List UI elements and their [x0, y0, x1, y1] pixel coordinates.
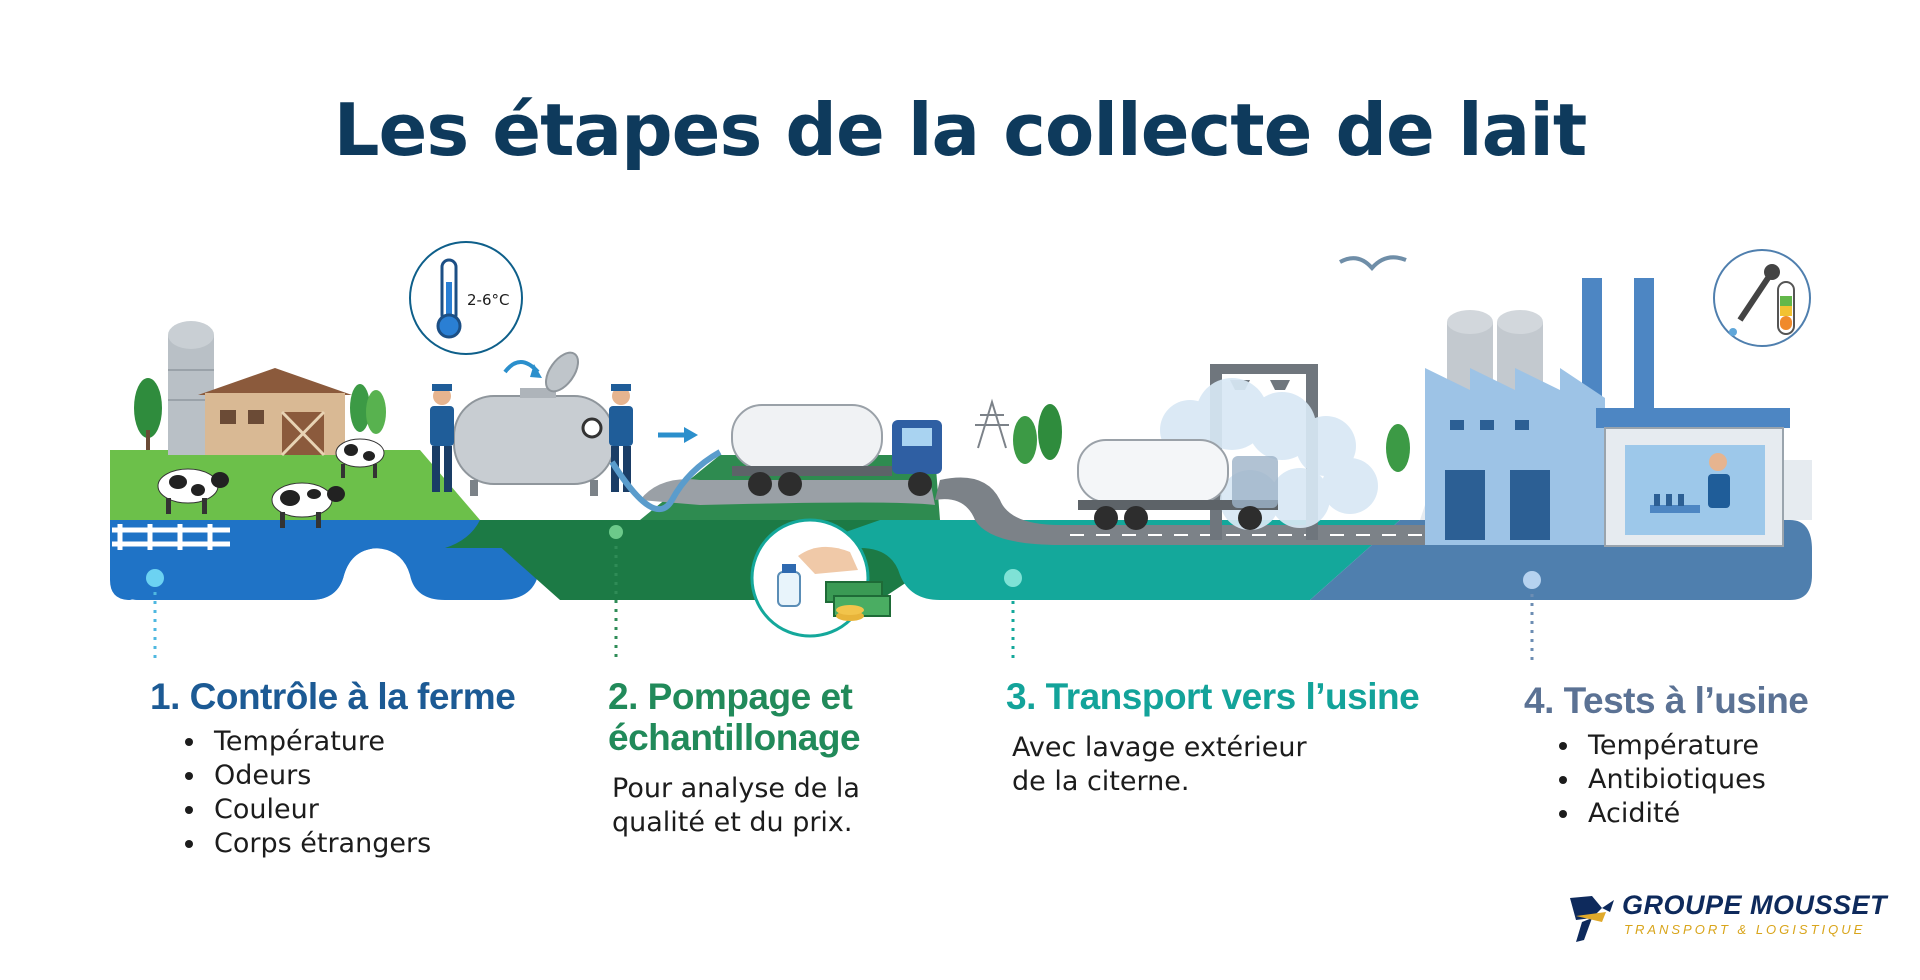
pump-hose	[609, 449, 722, 513]
step-4: 4. Tests à l’usine Température Antibioti…	[1524, 680, 1809, 831]
list-item: Couleur	[208, 793, 515, 827]
step-marker-3	[1004, 569, 1022, 660]
list-item: Corps étrangers	[208, 827, 515, 861]
step-3: 3. Transport vers l’usine Avec lavage ex…	[1006, 676, 1420, 799]
step-2-description-line1: Pour analyse de la	[612, 773, 860, 804]
logo-name: GROUPE MOUSSET	[1622, 890, 1888, 920]
cow	[157, 468, 229, 514]
tree	[1013, 416, 1037, 464]
list-item: Température	[208, 725, 515, 759]
milk-sample-money-icon	[750, 518, 891, 638]
step-2-title-line2: échantillonage	[608, 717, 861, 758]
pipette-test-tube-icon	[1713, 249, 1811, 347]
runner-logo-icon	[1570, 896, 1614, 942]
step-2-description: Pour analyse de la qualité et du prix.	[612, 772, 860, 840]
pumping-area	[609, 398, 1009, 520]
transport-area	[935, 255, 1440, 545]
barn	[198, 368, 352, 457]
step-1: 1. Contrôle à la ferme Température Odeur…	[150, 676, 516, 861]
tree	[350, 384, 370, 432]
step-marker-2	[609, 525, 623, 658]
power-pylon	[975, 398, 1009, 449]
tanker-truck	[1077, 439, 1278, 530]
tree	[134, 378, 162, 438]
step-3-description-line2: de la citerne.	[1012, 766, 1190, 797]
step-1-title: 1. Contrôle à la ferme	[150, 676, 516, 717]
list-item: Acidité	[1582, 797, 1808, 831]
bulk-milk-tank	[453, 351, 615, 496]
cow	[335, 438, 385, 478]
farm-area	[110, 321, 480, 600]
cow	[271, 482, 345, 528]
factory-area	[1420, 278, 1812, 547]
company-logo: GROUPE MOUSSET TRANSPORT & LOGISTIQUE	[1562, 888, 1887, 948]
step-2: 2. Pompage et échantillonage Pour analys…	[608, 676, 861, 840]
list-item: Antibiotiques	[1582, 763, 1808, 797]
tanker-truck	[731, 404, 942, 496]
tree	[1386, 424, 1410, 472]
step-1-list: Température Odeurs Couleur Corps étrange…	[150, 725, 515, 861]
logo-tagline: TRANSPORT & LOGISTIQUE	[1624, 922, 1866, 937]
list-item: Température	[1582, 729, 1808, 763]
step-2-title: 2. Pompage et échantillonage	[608, 676, 861, 758]
step-3-title: 3. Transport vers l’usine	[1006, 676, 1420, 717]
step-2-description-line2: qualité et du prix.	[612, 807, 853, 838]
page-title: Les étapes de la collecte de lait	[333, 88, 1588, 172]
list-item: Odeurs	[208, 759, 515, 793]
step-4-list: Température Antibiotiques Acidité	[1524, 729, 1808, 831]
thermometer-label: 2-6°C	[467, 291, 509, 309]
step-3-description-line1: Avec lavage extérieur	[1012, 732, 1307, 763]
fence	[112, 524, 230, 550]
step-marker-4	[1523, 571, 1541, 664]
step-2-title-line1: 2. Pompage et	[608, 676, 853, 717]
tree	[366, 390, 386, 434]
thermometer-icon	[409, 241, 523, 355]
tree	[1038, 404, 1062, 460]
step-4-title: 4. Tests à l’usine	[1524, 680, 1809, 721]
seagull	[1339, 255, 1407, 272]
step-marker-1	[146, 569, 164, 662]
step-3-description: Avec lavage extérieur de la citerne.	[1012, 731, 1419, 799]
worker	[430, 384, 454, 492]
